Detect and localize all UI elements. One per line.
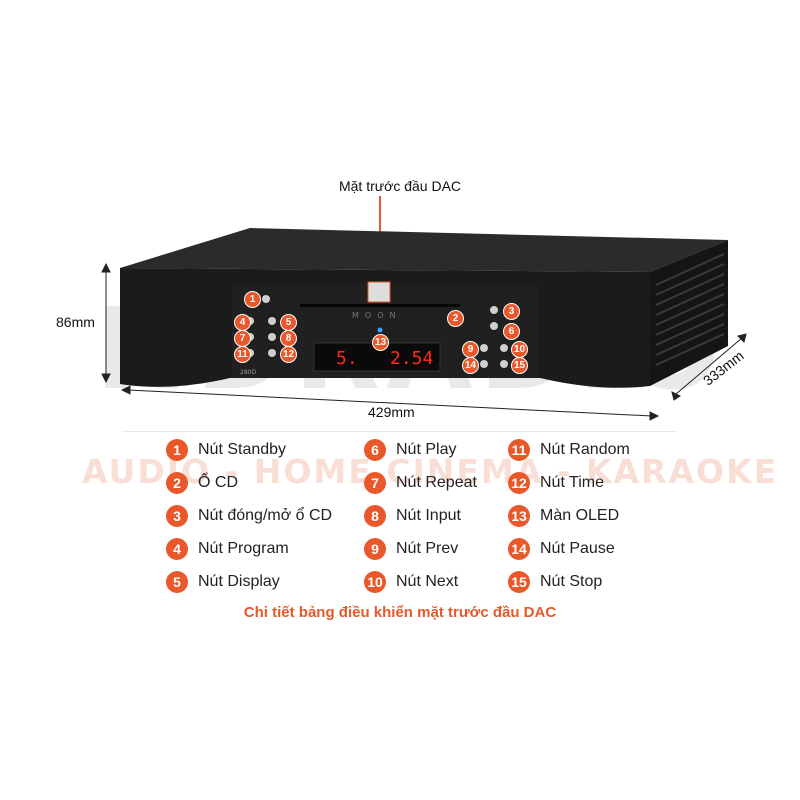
legend-item: 6 Nút Play (364, 437, 456, 463)
diagram-caption: Chi tiết bảng điều khiển mặt trước đầu D… (243, 604, 557, 621)
legend-item: 8 Nút Input (364, 503, 461, 529)
legend-number: 6 (364, 439, 386, 461)
legend-label: Nút Display (198, 573, 280, 590)
callout-3: 3 (503, 303, 520, 320)
legend-item: 14 Nút Pause (508, 536, 615, 562)
legend-number: 14 (508, 538, 530, 560)
section-divider (122, 431, 677, 432)
legend-item: 10 Nút Next (364, 569, 458, 595)
watermark-tagline: AUDIO - HOME CINEMA - KARAOKE (82, 452, 779, 491)
legend-number: 10 (364, 571, 386, 593)
legend-number: 13 (508, 505, 530, 527)
legend-number: 8 (364, 505, 386, 527)
legend-number: 5 (166, 571, 188, 593)
legend-item: 1 Nút Standby (166, 437, 286, 463)
legend-item: 11 Nút Random (508, 437, 630, 463)
legend-label: Nút Program (198, 540, 289, 557)
brand-text: MOON (352, 311, 401, 320)
legend-item: 12 Nút Time (508, 470, 604, 496)
dimension-lines (101, 262, 747, 421)
callout-5: 5 (280, 314, 297, 331)
diagram-title: Mặt trước đầu DAC (338, 178, 462, 194)
legend-label: Nút Input (396, 507, 461, 524)
legend-number: 11 (508, 439, 530, 461)
legend-item: 4 Nút Program (166, 536, 289, 562)
legend-label: Ổ CD (198, 474, 238, 491)
legend-label: Nút đóng/mở ổ CD (198, 507, 333, 524)
legend-label: Nút Time (540, 474, 605, 491)
legend-label: Nút Standby (198, 441, 287, 458)
legend-label: Nút Repeat (396, 474, 477, 491)
legend-number: 12 (508, 472, 530, 494)
legend-number: 7 (364, 472, 386, 494)
legend-number: 15 (508, 571, 530, 593)
legend-item: 5 Nút Display (166, 569, 280, 595)
legend-item: 2 Ổ CD (166, 470, 238, 496)
side-fins (655, 253, 725, 366)
callout-15: 15 (511, 357, 528, 374)
width-dimension: 429mm (368, 404, 415, 420)
legend-item: 9 Nút Prev (364, 536, 458, 562)
callout-14: 14 (462, 357, 479, 374)
callout-7: 7 (234, 330, 251, 347)
dac-device-illustration: 5. 2.54 MOON 280D (101, 196, 747, 421)
legend-number: 2 (166, 472, 188, 494)
legend-item: 13 Màn OLED (508, 503, 619, 529)
display-right-text: 2.54 (390, 348, 433, 369)
callout-2: 2 (447, 310, 464, 327)
legend-item: 15 Nút Stop (508, 569, 602, 595)
callout-11: 11 (234, 346, 251, 363)
callout-8: 8 (280, 330, 297, 347)
callout-4: 4 (234, 314, 251, 331)
model-text: 280D (240, 369, 256, 376)
callout-12: 12 (280, 346, 297, 363)
status-led (377, 327, 383, 333)
legend-number: 1 (166, 439, 188, 461)
display-left-text: 5. (336, 348, 358, 369)
brand-logo-box (367, 281, 391, 303)
device-top (120, 228, 728, 272)
legend-number: 9 (364, 538, 386, 560)
legend-number: 4 (166, 538, 188, 560)
callout-10: 10 (511, 341, 528, 358)
legend-item: 3 Nút đóng/mở ổ CD (166, 503, 332, 529)
callout-6: 6 (503, 323, 520, 340)
legend-label: Nút Random (540, 441, 630, 458)
callout-9: 9 (462, 341, 479, 358)
legend-number: 3 (166, 505, 188, 527)
legend-item: 7 Nút Repeat (364, 470, 477, 496)
right-button-cluster (480, 306, 508, 368)
legend-label: Nút Prev (396, 540, 459, 557)
callout-1: 1 (244, 291, 261, 308)
cd-slot (300, 304, 460, 307)
legend-label: Màn OLED (540, 507, 620, 524)
legend-label: Nút Pause (540, 540, 615, 557)
legend-label: Nút Play (396, 441, 457, 458)
callout-13: 13 (372, 334, 389, 351)
legend-label: Nút Stop (540, 573, 603, 590)
height-dimension: 86mm (56, 314, 95, 330)
legend-label: Nút Next (396, 573, 459, 590)
